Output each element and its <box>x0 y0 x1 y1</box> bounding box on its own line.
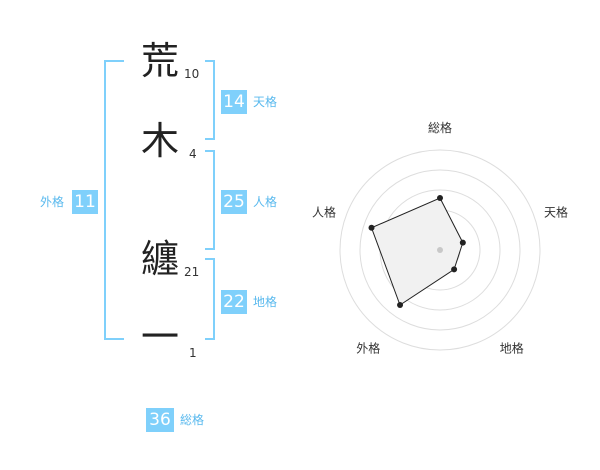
stroke-count-2: 4 <box>189 147 197 161</box>
kanji-char-2: 木 <box>140 119 179 163</box>
radar-point-3 <box>451 266 458 273</box>
radar-axis-label-3: 地格 <box>500 341 524 356</box>
radar-axis-label-5: 人格 <box>312 204 336 219</box>
radar-center-dot <box>437 247 443 253</box>
radar-polygon <box>370 197 464 306</box>
kanji-char-4: 一 <box>140 315 179 359</box>
jinkaku-bracket <box>205 150 215 250</box>
radar-axis-label-2: 天格 <box>544 204 568 219</box>
stroke-count-1: 10 <box>184 67 200 81</box>
chikaku-label: 地格 <box>253 295 278 309</box>
jinkaku-label: 人格 <box>253 195 278 209</box>
gaikaku-label: 外格 <box>40 195 65 209</box>
gaikaku-value: 11 <box>72 190 98 214</box>
radar-axis-label-1: 総格 <box>428 120 452 135</box>
kanji-char-1: 荒 <box>140 39 179 83</box>
tenkaku-bracket <box>205 60 215 140</box>
chikaku-value: 22 <box>221 290 247 314</box>
radar-point-5 <box>368 224 375 231</box>
radar-point-2 <box>459 239 466 246</box>
tenkaku-label: 天格 <box>253 95 278 109</box>
gaikaku-bracket <box>104 60 124 340</box>
radar-ring-5 <box>339 149 541 351</box>
jinkaku-value: 25 <box>221 190 247 214</box>
radar-point-1 <box>437 195 443 201</box>
chikaku-bracket <box>205 258 215 340</box>
radar-point-4 <box>397 302 404 309</box>
radar-axis-label-4: 外格 <box>356 341 380 356</box>
kanji-char-3: 纏 <box>140 237 179 281</box>
stroke-count-3: 21 <box>184 265 200 279</box>
soukaku-value: 36 <box>146 408 174 432</box>
soukaku-label: 総格 <box>180 413 205 427</box>
radar-ring-4 <box>359 169 521 331</box>
tenkaku-value: 14 <box>221 90 247 114</box>
stroke-count-4: 1 <box>189 346 197 360</box>
